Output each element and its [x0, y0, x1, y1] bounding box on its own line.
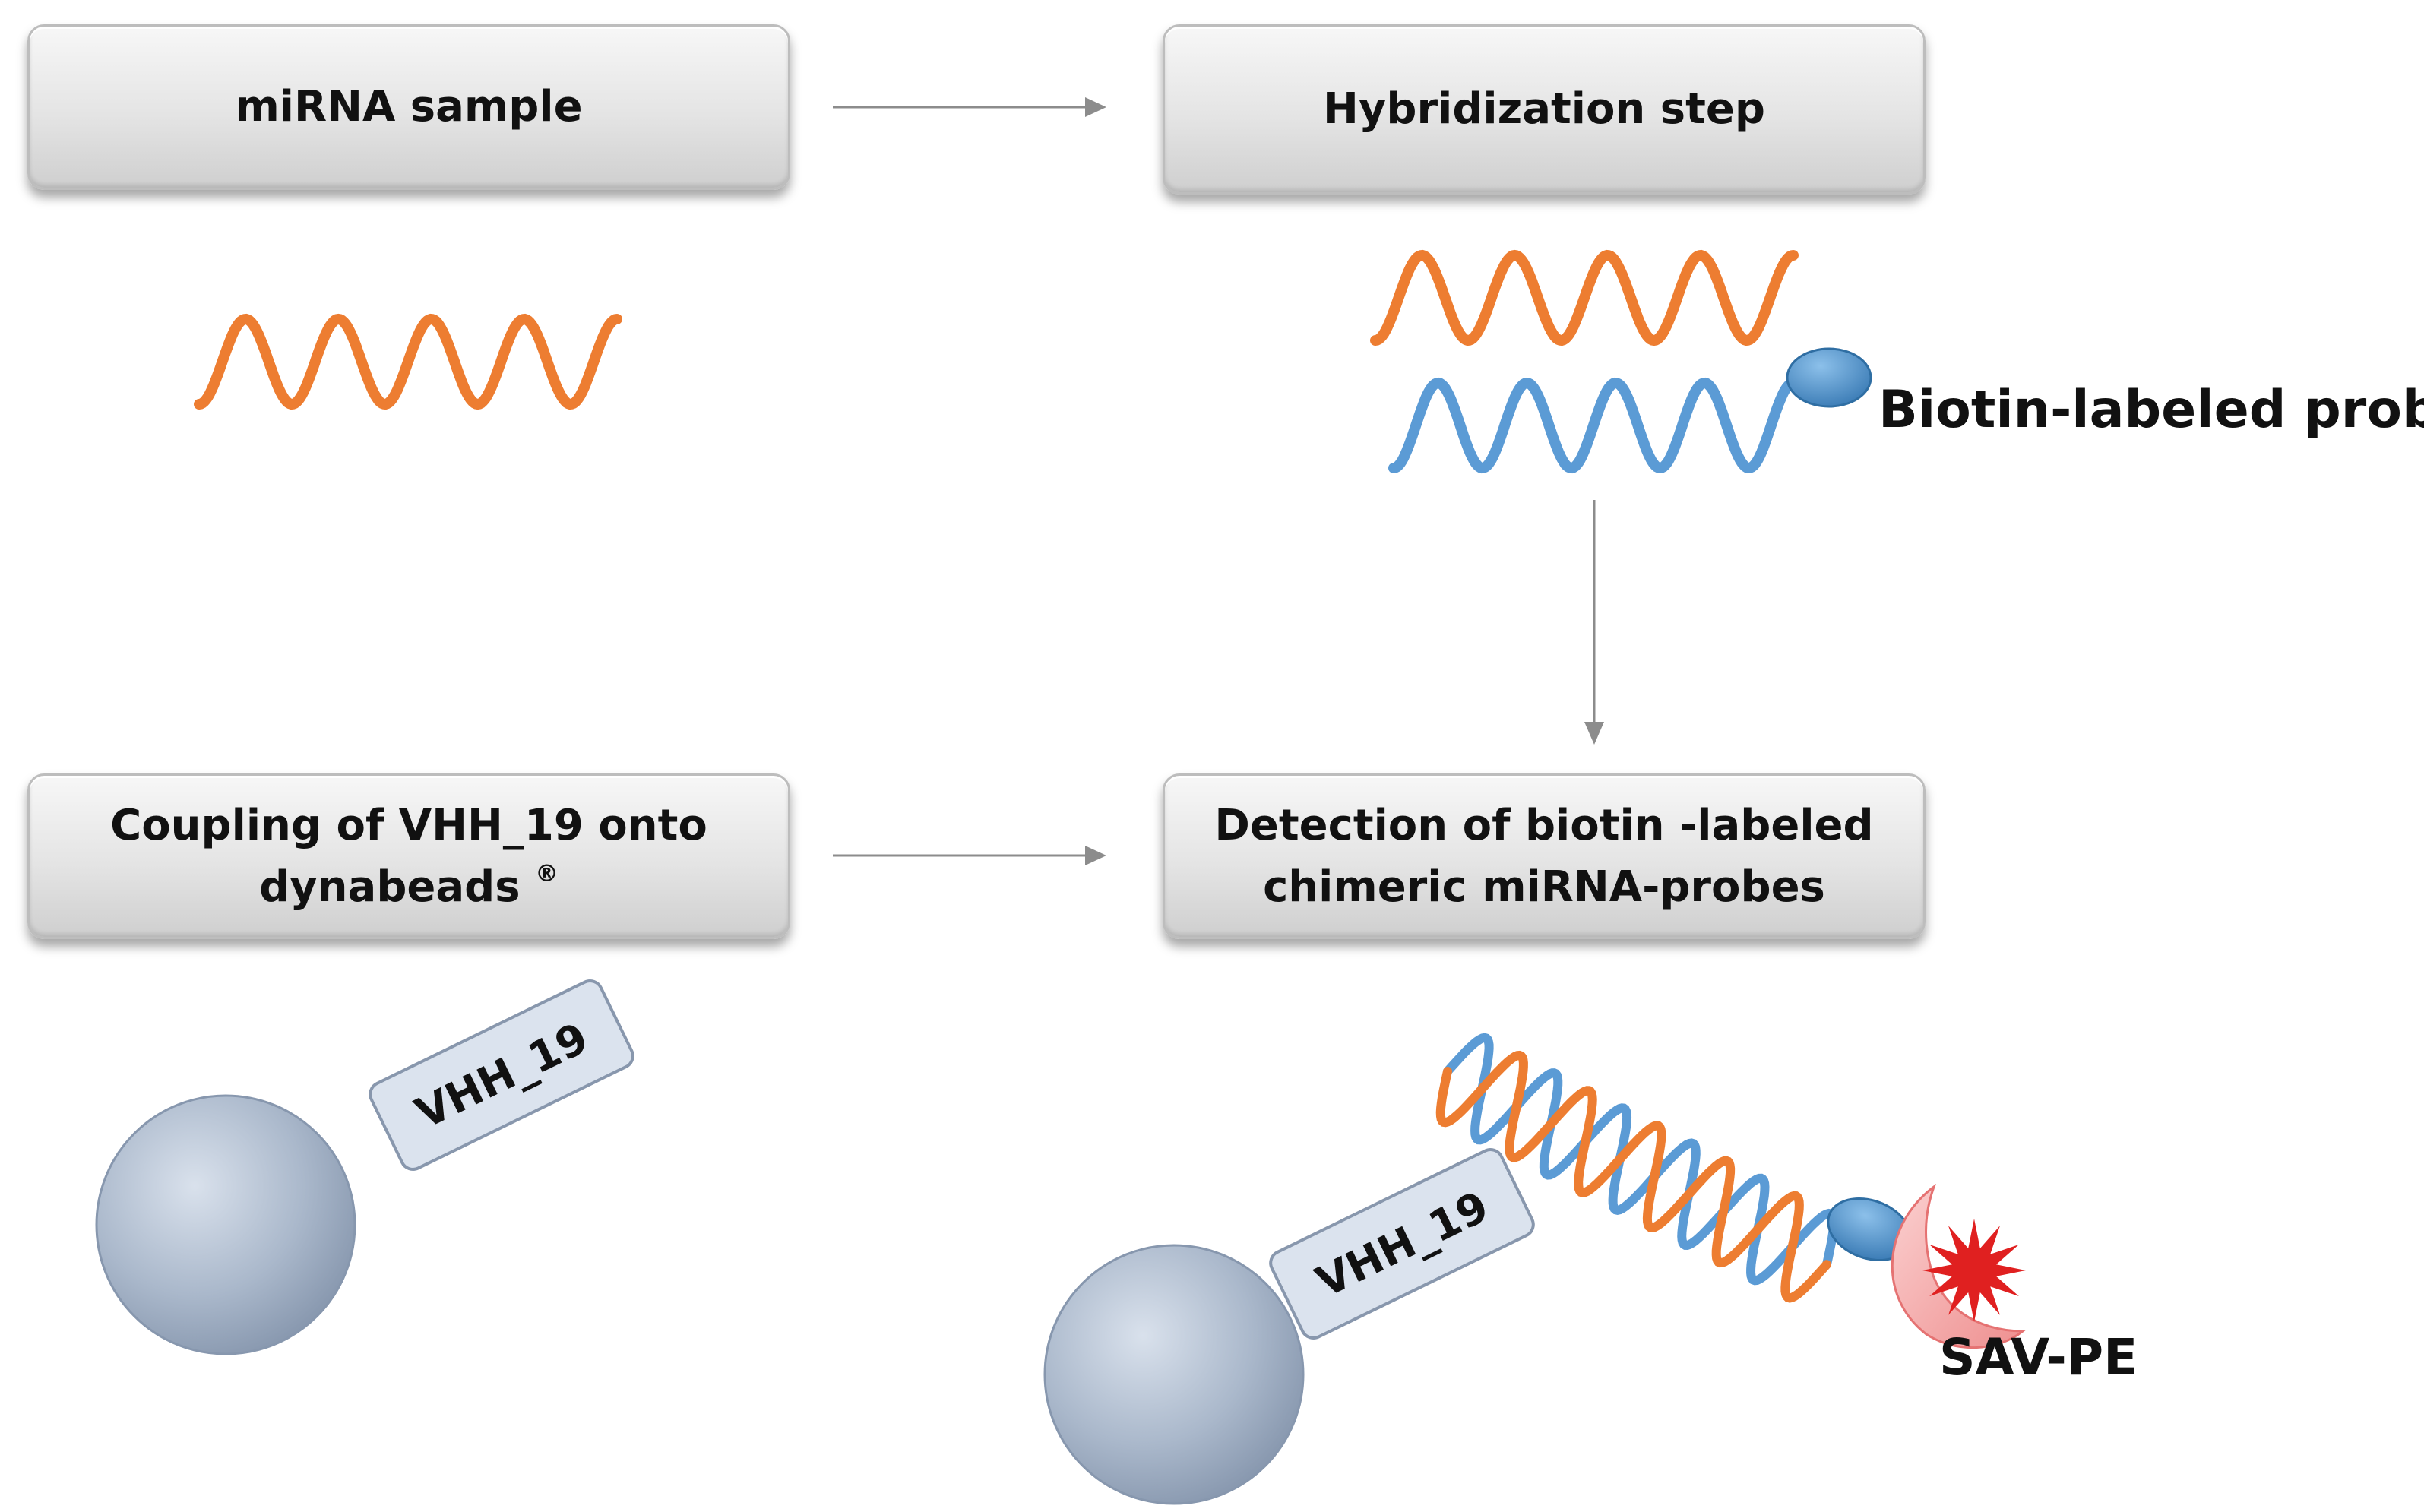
coupling-line-2-text: dynabeads	[259, 862, 521, 912]
coupling-line-2: dynabeads ®	[110, 856, 707, 918]
registered-mark: ®	[535, 860, 559, 888]
chimeric-duplex	[1435, 1033, 1839, 1303]
hybridization-step-box: Hybridization step	[1163, 24, 1926, 195]
coupling-box: Coupling of VHH_19 onto dynabeads ®	[27, 773, 790, 939]
coupling-line-1: Coupling of VHH_19 onto	[110, 800, 707, 850]
duplex-probe-strand	[1443, 1033, 1839, 1286]
dynabead-icon-detection	[1043, 1244, 1305, 1505]
coupling-text: Coupling of VHH_19 onto dynabeads ®	[110, 795, 707, 918]
detection-line-1: Detection of biotin -labeled	[1214, 800, 1874, 850]
arrowhead-mirna-to-hybridization	[1085, 97, 1106, 117]
probe-strand	[1388, 377, 1799, 474]
sav-pe-label: SAV-PE	[1939, 1328, 2138, 1387]
streptavidin-crescent-icon	[1891, 1183, 2027, 1349]
vhh-tag-1: VHH_19	[369, 979, 634, 1171]
duplex-mirna-strand	[1435, 1050, 1831, 1303]
dynabead-icon	[95, 1094, 356, 1355]
arrowhead-coupling-to-detection	[1085, 846, 1106, 865]
phycoerythrin-star-icon	[1922, 1219, 2026, 1322]
miRNA-sample-label: miRNA sample	[235, 82, 583, 132]
biotin-labeled-probe-label: Biotin-labeled probe	[1878, 380, 2424, 440]
detection-text: Detection of biotin -labeled chimeric mi…	[1214, 795, 1873, 918]
biotin-icon	[1786, 347, 1872, 408]
vhh-tag-2: VHH_19	[1269, 1148, 1535, 1340]
detection-box: Detection of biotin -labeled chimeric mi…	[1163, 773, 1926, 939]
detection-line-2: chimeric miRNA-probes	[1263, 862, 1825, 912]
arrowhead-hybridization-to-detection	[1584, 722, 1604, 745]
mirna-strand-hybridized	[1370, 249, 1799, 346]
hybridization-step-label: Hybridization step	[1323, 84, 1765, 134]
mirna-strand	[194, 313, 622, 410]
miRNA-sample-box: miRNA sample	[27, 24, 790, 190]
